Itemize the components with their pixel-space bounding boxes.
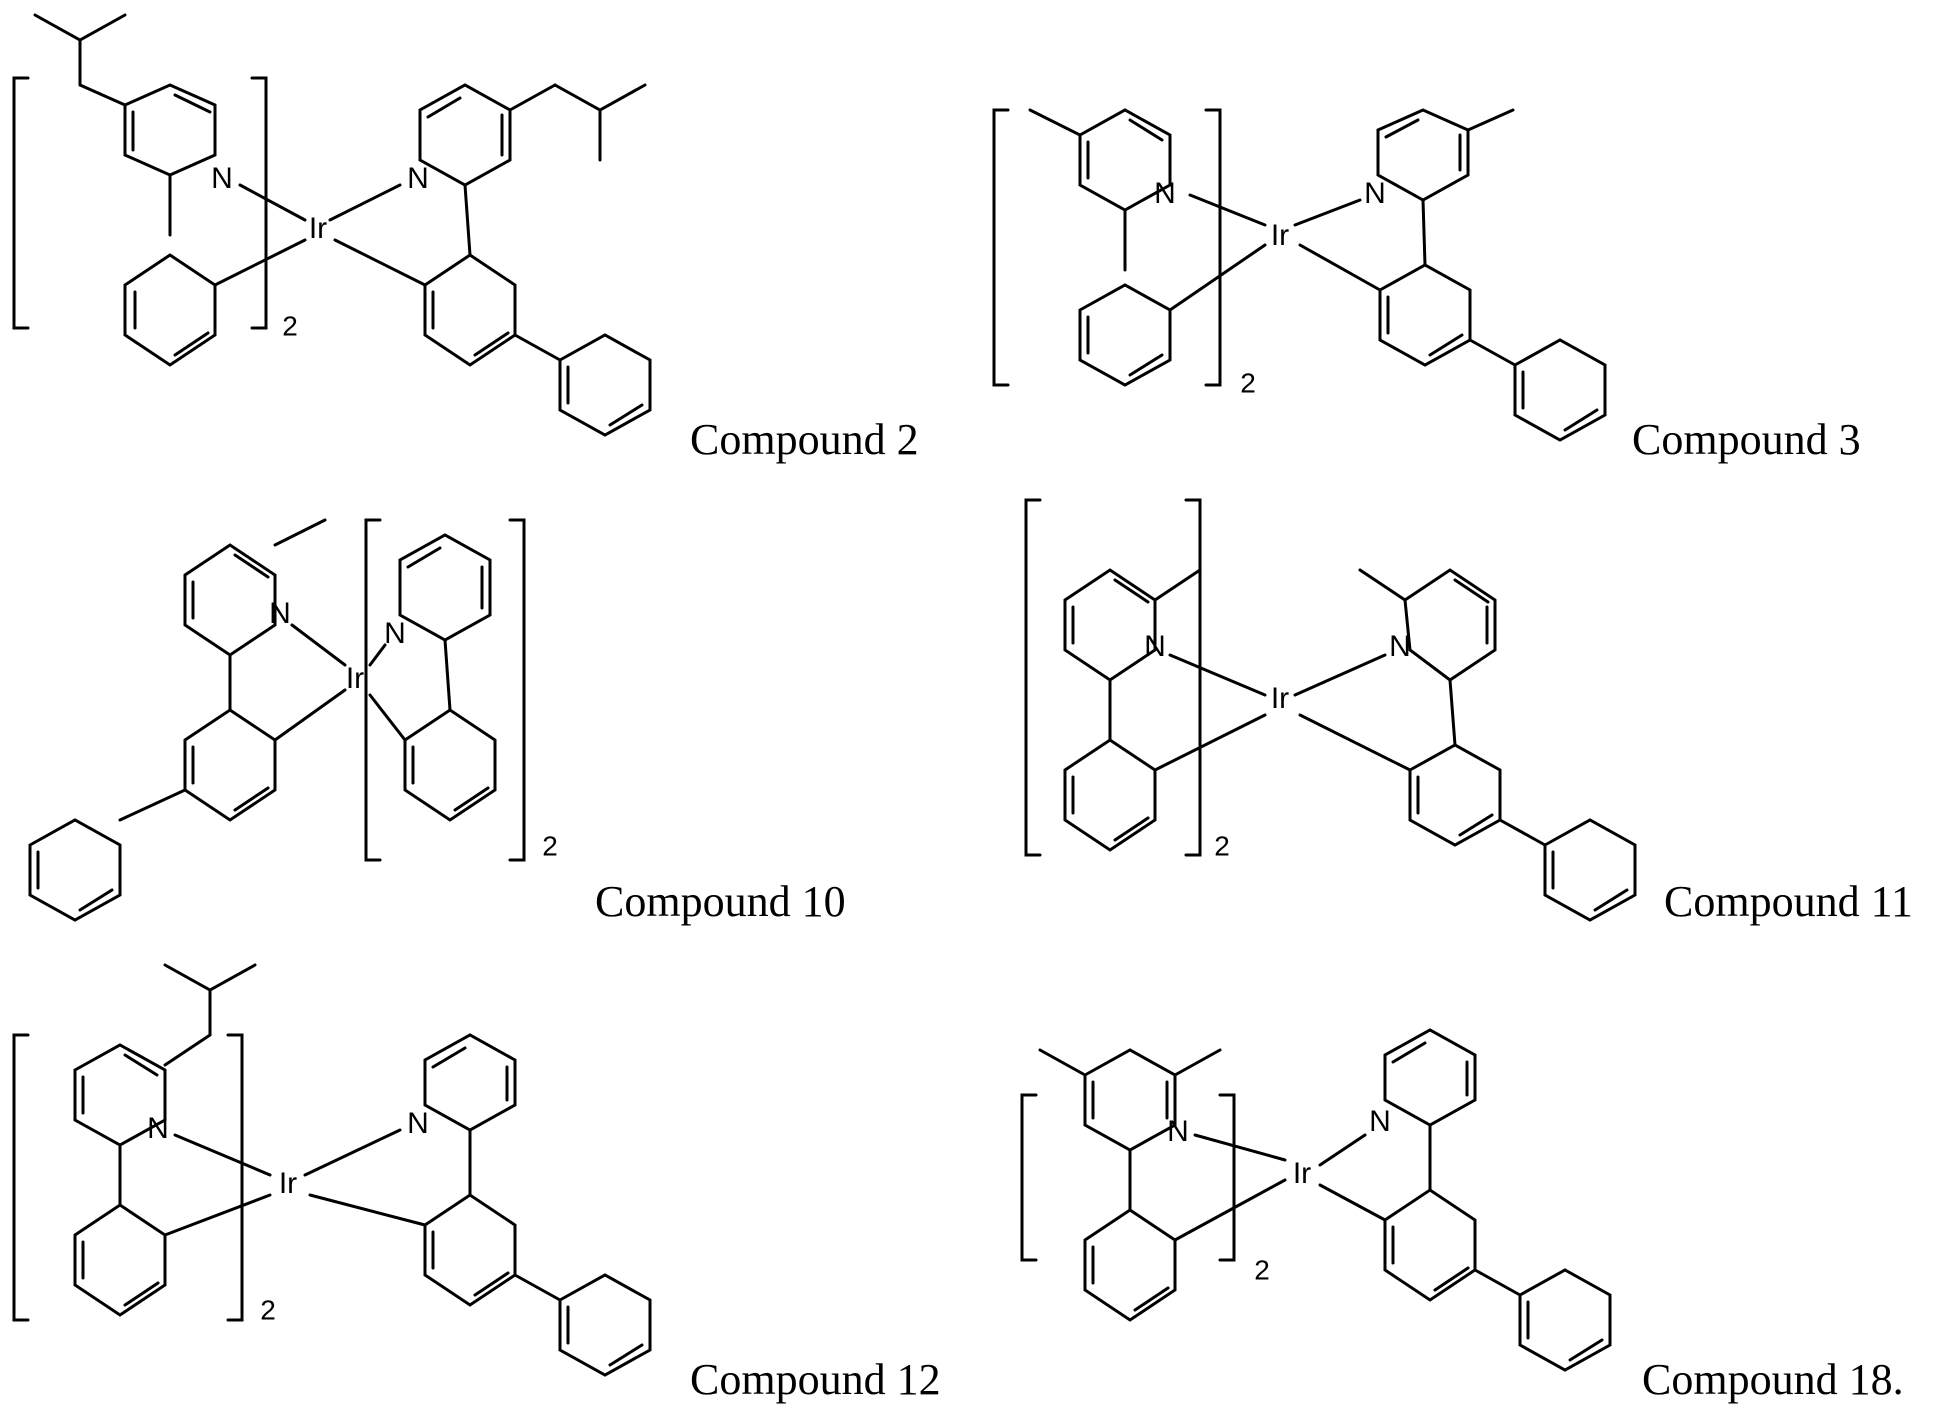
compound-18-ir-label: Ir [1293,1157,1311,1190]
compound-18-n-label-1: N [1167,1115,1189,1148]
compound-10-subscript: 2 [542,830,558,861]
compound-18-structure: 2 N Ir N Compound 18. [1022,1030,1904,1404]
compound-10-ir-label: Ir [346,662,364,695]
compound-3-n-label-2: N [1364,177,1386,210]
compound-3-ir-label: Ir [1271,219,1289,252]
compound-12-subscript: 2 [260,1294,276,1325]
compound-3-structure: 2 N Ir N Compound 3 [994,110,1861,464]
compound-2-n-label-2: N [407,162,429,195]
compound-3-n-label-1: N [1154,177,1176,210]
compound-11-structure: 2 N Ir N Compound 11 [1026,500,1913,926]
compound-10-n-label-2: N [384,617,406,650]
compound-18-subscript: 2 [1254,1254,1270,1285]
compound-10-caption: Compound 10 [595,877,846,926]
compound-11-subscript: 2 [1214,830,1230,861]
compound-12-caption: Compound 12 [690,1355,941,1404]
compound-11-n-label-1: N [1144,630,1166,663]
compound-18-n-label-2: N [1369,1105,1391,1138]
compound-2-subscript: 2 [282,310,298,341]
compound-3-caption: Compound 3 [1632,415,1861,464]
compound-12-n-label-2: N [407,1107,429,1140]
compound-12-ir-label: Ir [279,1167,297,1200]
compound-18-caption: Compound 18. [1642,1355,1904,1404]
compound-11-caption: Compound 11 [1664,877,1913,926]
compound-2-caption: Compound 2 [690,415,919,464]
compound-3-subscript: 2 [1240,367,1256,398]
compound-2-n-label-1: N [211,162,233,195]
compound-2-ir-label: Ir [309,212,327,245]
compound-12-structure: 2 N Ir N Compound 12 [14,965,941,1404]
compound-10-n-label-1: N [269,597,291,630]
compound-2-structure: 2 N Ir N Compound 2 [14,15,919,464]
compound-12-n-label-1: N [147,1112,169,1145]
compound-11-ir-label: Ir [1271,682,1289,715]
compound-10-structure: N Ir 2 N Compound 10 [30,520,846,926]
